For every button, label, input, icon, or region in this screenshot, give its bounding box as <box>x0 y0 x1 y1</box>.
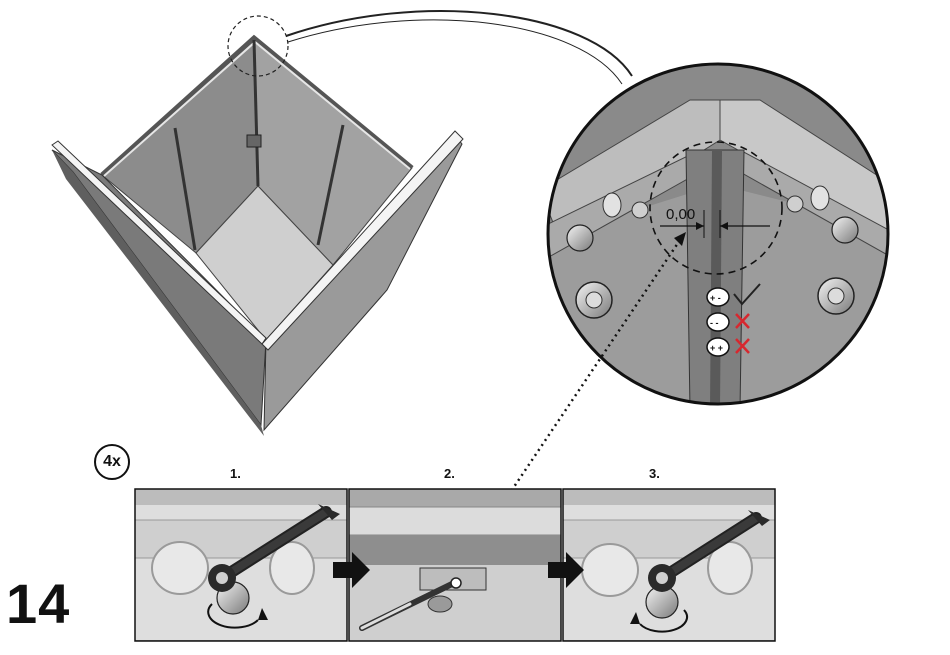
panel-label-1: 1. <box>230 466 241 481</box>
step-number: 14 <box>6 576 70 632</box>
panel-label-3: 3. <box>649 466 660 481</box>
panel-3 <box>563 489 775 644</box>
panel-label-2: 2. <box>444 466 455 481</box>
repeat-count-badge: 4x <box>94 444 130 480</box>
cabinet-illustration <box>52 16 463 436</box>
measurement-label: 0,00 <box>666 206 695 223</box>
tolerance-symbol-plus: + + <box>710 343 723 353</box>
panel-2 <box>349 489 561 641</box>
tolerance-symbol-ok: + - <box>710 293 721 303</box>
step-panels <box>135 489 775 644</box>
panel-1 <box>135 489 347 644</box>
tolerance-symbol-minus: - - <box>710 318 719 328</box>
corner-zoom-detail: 0,00 + - - - + + <box>540 60 900 410</box>
